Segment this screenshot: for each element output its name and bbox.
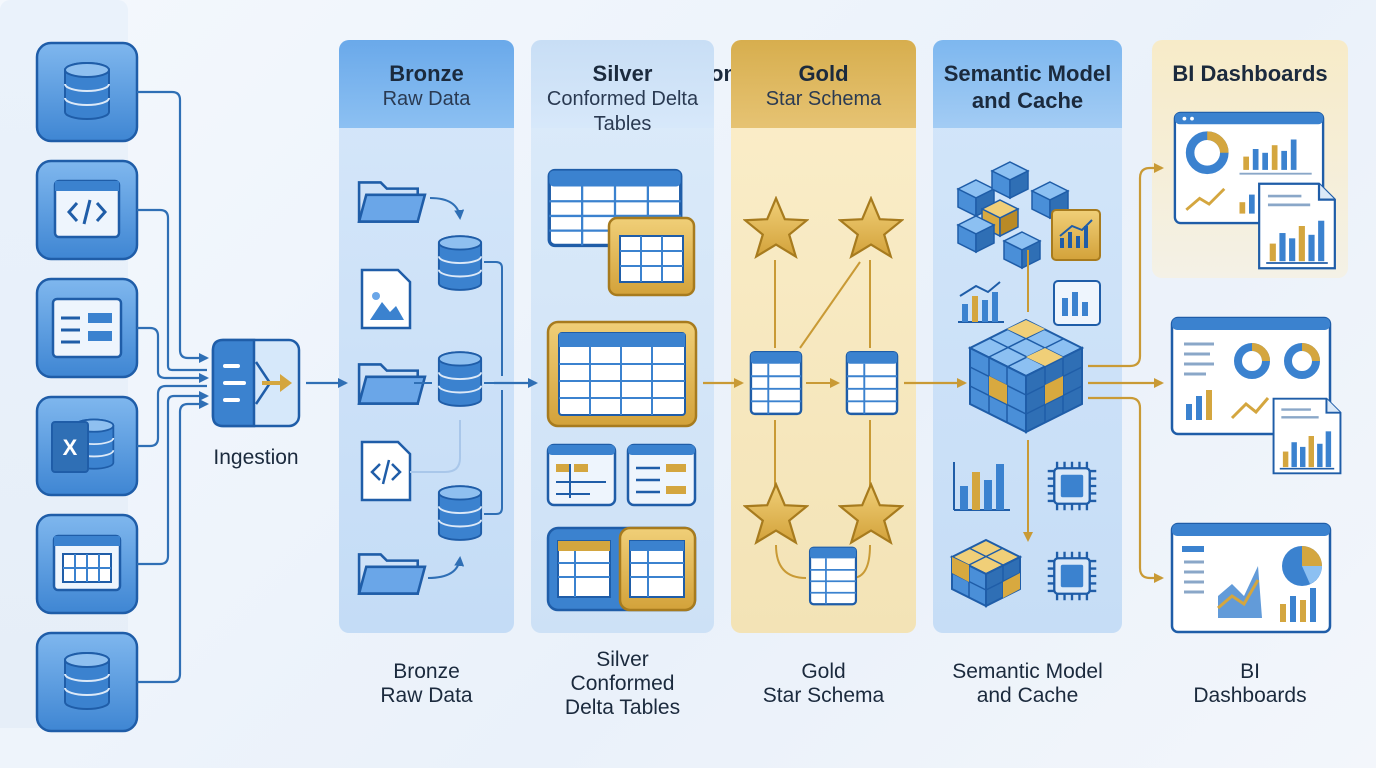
database-icon-2 [437,351,483,407]
silver-caption-line1: Silver [596,648,649,671]
source-database-icon-2 [35,631,139,733]
bi-items [1170,113,1342,634]
bi-title: BI Dashboards [1172,61,1328,86]
source-connectors [137,90,209,684]
cache-chip-icon [1046,460,1098,512]
gold-column: Gold Star Schema [731,40,916,633]
bronze-header: Bronze Raw Data [339,40,514,128]
bar-chart-icon [958,281,1004,323]
semantic-cube-icon [967,318,1085,434]
source-form-window-icon [35,277,139,379]
bronze-caption: Bronze Raw Data [339,660,514,708]
bronze-caption-line2: Raw Data [380,684,473,707]
source-table-window-icon [35,513,139,615]
bronze-title: Bronze [389,61,464,86]
semantic-caption-line1: Semantic Model [952,660,1103,683]
bi-caption: BI Dashboards [1152,660,1348,708]
ingestion-label: Ingestion [213,446,299,469]
silver-subtitle-line1: Conformed Delta [546,88,699,110]
star-icon-3 [744,483,808,544]
gold-caption-line2: Star Schema [762,684,885,707]
silver-header: Silver Conformed Delta Tables [531,40,714,135]
dashboard-icon-3 [1170,522,1332,634]
bar-chart-icon-2 [953,462,1010,511]
bronze-subtitle: Raw Data [382,88,471,110]
semantic-caption-line2: and Cache [976,684,1079,707]
silver-title: Silver [592,61,653,86]
bi-caption-line2: Dashboards [1193,684,1307,707]
dimension-table-icon [845,350,899,416]
gold-subtitle: Star Schema [765,88,882,110]
code-file-icon [360,440,412,502]
semantic-title-line1: Semantic Model [943,61,1112,86]
folder-icon-3 [357,553,427,595]
star-icon-4 [839,483,903,544]
chart-card-icon [1051,209,1101,261]
source-excel-icon: X [35,395,139,497]
bronze-items [357,181,503,595]
paired-tables-icon [546,526,697,612]
dimension-table-icon-2 [808,546,858,606]
source-tiles: X [35,41,139,733]
delta-table-gold-icon [607,216,696,297]
arrows-semantic-bi [1088,163,1164,583]
silver-items [546,168,698,612]
semantic-items [949,161,1101,608]
cache-chip-icon-2 [1046,550,1098,602]
small-table-icon [546,443,617,507]
gold-title: Gold [798,61,849,86]
report-card-icon [1053,280,1101,326]
silver-caption-line2: Conformed [570,672,675,695]
star-icon-2 [839,197,903,258]
database-icon [437,235,483,291]
delta-table-main-icon [546,320,698,428]
semantic-title-line2: and Cache [971,88,1084,113]
report-icon [1257,182,1337,270]
database-icon-3 [437,485,483,541]
silver-caption-line3: Delta Tables [564,696,681,719]
gold-caption-line1: Gold [801,660,846,683]
image-file-icon [360,268,412,330]
source-database-icon [35,41,139,143]
silver-subtitle-line2: Tables [593,113,652,135]
bronze-caption-line1: Bronze [393,660,460,683]
gold-caption: Gold Star Schema [731,660,916,708]
bronze-column: Bronze Raw Data [339,40,514,633]
ingestion-icon [211,338,301,428]
source-code-window-icon [35,159,139,261]
gold-header: Gold Star Schema [731,40,916,128]
folder-icon [357,181,427,223]
silver-caption: Silver Conformed Delta Tables [531,648,714,720]
semantic-caption: Semantic Model and Cache [923,660,1132,708]
semantic-header: Semantic Model and Cache [933,40,1122,128]
cube-grid-icon [949,538,1023,608]
svg-text:X: X [63,435,78,460]
gold-items [744,197,903,606]
fact-table-icon [749,350,803,416]
star-icon [744,197,808,258]
bi-caption-line1: BI [1240,660,1260,683]
report-icon-2 [1272,397,1342,475]
small-form-icon [626,443,697,507]
